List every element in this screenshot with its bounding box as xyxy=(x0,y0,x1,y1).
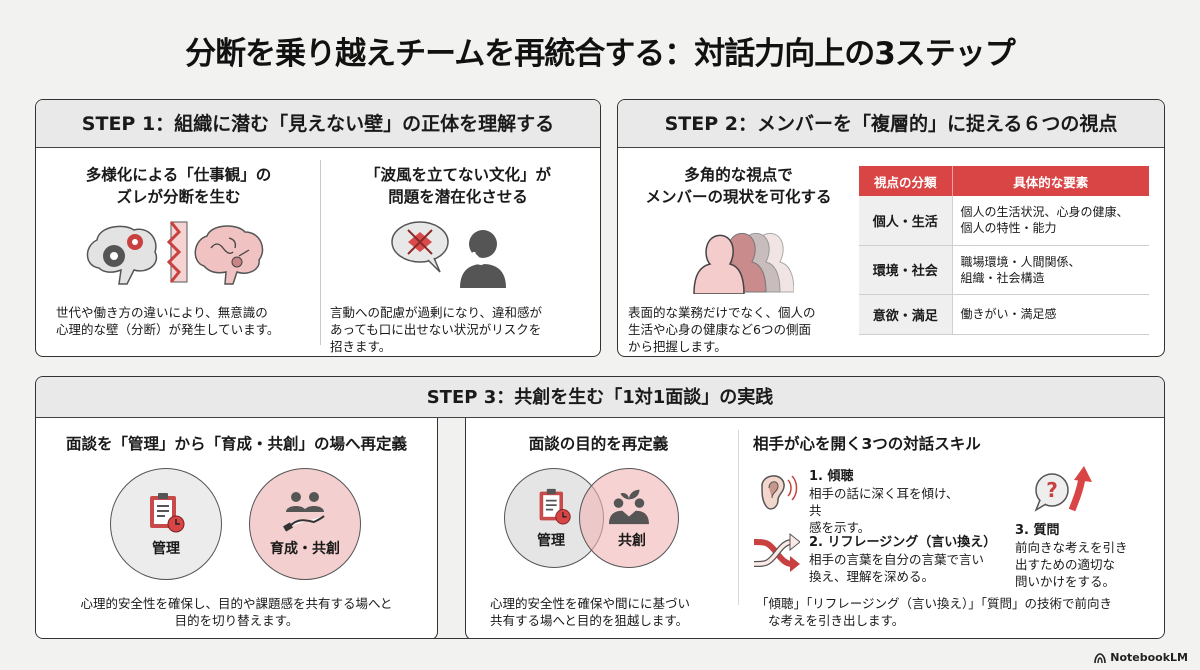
table-row: 環境・社会 職場環境・人間関係、 組織・社会構造 xyxy=(859,245,1149,295)
step3-right-divider xyxy=(738,430,739,605)
people-hand-icon xyxy=(283,492,325,532)
management-circle: 管理 xyxy=(110,468,222,580)
page-title: 分断を乗り越えチームを再統合する：対話力向上の3ステップ xyxy=(185,36,1016,72)
step3-header: STEP 3：共創を生む「1対1面談」の実践 xyxy=(36,377,1164,418)
venn-cocreation-label: 共創 xyxy=(618,533,646,549)
ear-icon xyxy=(761,475,798,510)
table-cell-elements: 個人の生活状況、心身の健康、 個人の特性・能力 xyxy=(952,196,1149,246)
table-row: 個人・生活 個人の生活状況、心身の健康、 個人の特性・能力 xyxy=(859,196,1149,246)
step3-left-body-line1: 心理的安全性を確保し、目的や課題感を共有する場へと xyxy=(80,596,393,611)
skill-1-title: 1. 傾聴 xyxy=(809,469,854,484)
table-cell-line2: 個人の特性・能力 xyxy=(960,221,1057,236)
shuffle-arrows-icon xyxy=(753,532,800,572)
step1-header: STEP 1：組織に潜む「見えない壁」の正体を理解する xyxy=(36,100,600,148)
step1-right-body: 言動への配慮が過剰になり、違和感が あっても口に出せない状況がリスクを 招きます… xyxy=(330,304,588,355)
step1-left-title-line1: 多様化による「仕事観」の xyxy=(85,166,272,184)
skill-2-title: 2. リフレージング（言い換え） xyxy=(809,535,997,550)
step2-panel: STEP 2：メンバーを「複層的」に捉える６つの視点 多角的な視点で メンバーの… xyxy=(617,99,1165,357)
table-cell-elements: 働きがい・満足感 xyxy=(952,294,1149,335)
skill-3-title: 3. 質問 xyxy=(1015,523,1060,538)
step2-title-line1: 多角的な視点で xyxy=(684,166,793,184)
growth-cocreation-circle: 育成・共創 xyxy=(249,468,361,580)
step2-body-line2: 生活や心身の健康など6つの側面 xyxy=(628,322,811,337)
table-header-elements: 具体的な要素 xyxy=(952,166,1149,196)
step1-left-body-line2: 心理的な壁（分断）が発生しています。 xyxy=(56,322,280,337)
step3-left-body-line2: 目的を切り替えます。 xyxy=(174,613,299,628)
step2-header: STEP 2：メンバーを「複層的」に捉える６つの視点 xyxy=(618,100,1164,148)
skills-summary-line2: な考えを引き出します。 xyxy=(768,613,905,628)
skill-1-line2: 感を示す。 xyxy=(809,520,871,535)
step3-middle-title: 面談の目的を再定義 xyxy=(528,435,669,453)
step3-left-body: 心理的安全性を確保し、目的や課題感を共有する場へと 目的を切り替えます。 xyxy=(36,595,438,629)
layered-people-icon xyxy=(692,232,794,294)
step1-left-title-line2: ズレが分断を生む xyxy=(116,188,241,206)
step1-divider xyxy=(320,160,321,345)
skill-item-2: 2. リフレージング（言い換え） 相手の言葉を自分の言葉で言い 換え、理解を深め… xyxy=(809,534,999,585)
step2-title-line2: メンバーの現状を可化する xyxy=(645,188,832,206)
step1-right-body-line2: あっても口に出せない状況がリスクを xyxy=(330,322,542,337)
table-cell-category: 意欲・満足 xyxy=(859,294,953,335)
venn-cocreation-circle: 共創 xyxy=(579,468,679,568)
step1-right-title-line2: 問題を潜在化させる xyxy=(388,188,528,206)
step1-left-body: 世代や働き方の違いにより、無意識の 心理的な壁（分断）が発生しています。 xyxy=(56,304,311,338)
skills-title: 相手が心を開く3つの対話スキル xyxy=(753,435,981,453)
step3-purpose-skills-panel: 面談の目的を再定義 管理 共創 心理的安全性を確保や間にに基づい xyxy=(465,418,1164,638)
step1-right-column: 「波風を立てない文化」が 問題を潜在化させる 言動への配慮が過剰になり、違和感が… xyxy=(328,164,588,355)
step2-body: 表面的な業務だけでなく、個人の 生活や心身の健康など6つの側面 から把握します。 xyxy=(628,304,851,355)
skill-2-line2: 換え、理解を深める。 xyxy=(809,569,935,584)
perspectives-table: 視点の分類 具体的な要素 個人・生活 個人の生活状況、心身の健康、 個人の特性・… xyxy=(859,166,1149,335)
step3-redefine-panel: 面談を「管理」から「育成・共創」の場へ再定義 管理 育成・共創 心理的安 xyxy=(36,418,438,638)
table-cell-category: 環境・社会 xyxy=(859,245,953,295)
table-cell-line2: 組織・社会構造 xyxy=(960,270,1045,285)
skill-3-line2: 出すための適切な xyxy=(1015,557,1116,572)
step1-right-title-line1: 「波風を立てない文化」が xyxy=(364,166,551,184)
step2-body-line3: から把握します。 xyxy=(628,339,727,354)
step2-left-column: 多角的な視点で メンバーの現状を可化する 表面的な業務だけでなく、個人の 生活や… xyxy=(626,164,851,355)
brand-watermark: NotebookLM xyxy=(1094,651,1188,664)
svg-text:?: ? xyxy=(1046,478,1058,502)
step1-left-column: 多様化による「仕事観」の ズレが分断を生む 世代や働き方の違いにより、無意識の … xyxy=(46,164,311,338)
table-header-category: 視点の分類 xyxy=(859,166,953,196)
skill-item-1: 1. 傾聴 相手の話に深く耳を傾け、共 感を示す。 xyxy=(809,468,959,536)
skill-item-3: 3. 質問 前向きな考えを引き 出すための適切な 問いかけをする。 xyxy=(1015,522,1155,590)
table-cell-category: 個人・生活 xyxy=(859,196,953,246)
step1-panel: STEP 1：組織に潜む「見えない壁」の正体を理解する 多様化による「仕事観」の… xyxy=(35,99,601,357)
brain-wall-brain-icon xyxy=(86,221,263,285)
brand-label: NotebookLM xyxy=(1110,651,1188,664)
skills-summary: 「傾聴」「リフレージング（言い換え）」「質問」の技術で前向き な考えを引き出しま… xyxy=(756,595,1156,629)
step3-middle-body-line1: 心理的安全性を確保や間にに基づい xyxy=(490,596,691,611)
step1-right-body-line3: 招きます。 xyxy=(330,339,392,354)
clipboard-clock-icon xyxy=(539,488,571,525)
table-row: 意欲・満足 働きがい・満足感 xyxy=(859,294,1149,335)
step3-left-title: 面談を「管理」から「育成・共創」の場へ再定義 xyxy=(65,435,407,453)
skill-3-line3: 問いかけをする。 xyxy=(1015,574,1116,589)
step2-left-title: 多角的な視点で メンバーの現状を可化する xyxy=(626,164,851,208)
step1-left-body-line1: 世代や働き方の違いにより、無意識の xyxy=(56,305,268,320)
clipboard-clock-icon xyxy=(150,493,185,533)
table-cell-line1: 個人の生活状況、心身の健康、 xyxy=(960,205,1129,220)
step3-panel: STEP 3：共創を生む「1対1面談」の実践 面談を「管理」から「育成・共創」の… xyxy=(35,376,1165,639)
question-bubble-up-arrow-icon: ? xyxy=(1034,466,1092,512)
silenced-person-icon xyxy=(391,221,506,288)
handshake-sprout-icon xyxy=(609,489,649,525)
skills-summary-line1: 「傾聴」「リフレージング（言い換え）」「質問」の技術で前向き xyxy=(756,596,1113,611)
management-label: 管理 xyxy=(152,541,180,557)
step1-right-body-line1: 言動への配慮が過剰になり、違和感が xyxy=(330,305,543,320)
skill-1-line1: 相手の話に深く耳を傾け、共 xyxy=(809,486,959,518)
growth-cocreation-label: 育成・共創 xyxy=(270,541,340,557)
step3-middle-body-line2: 共有する場へと目的を狙越します。 xyxy=(490,613,689,628)
step1-left-title: 多様化による「仕事観」の ズレが分断を生む xyxy=(46,164,311,208)
skill-3-line1: 前向きな考えを引き xyxy=(1015,540,1128,555)
step1-right-title: 「波風を立てない文化」が 問題を潜在化させる xyxy=(328,164,588,208)
skill-2-line1: 相手の言葉を自分の言葉で言い xyxy=(809,552,985,567)
table-cell-elements: 職場環境・人間関係、 組織・社会構造 xyxy=(952,245,1149,295)
table-cell-line1: 職場環境・人間関係、 xyxy=(960,254,1081,269)
notebooklm-logo-icon xyxy=(1094,652,1107,663)
table-cell-line1: 働きがい・満足感 xyxy=(960,307,1057,321)
venn-management-label: 管理 xyxy=(537,533,565,549)
step3-middle-body: 心理的安全性を確保や間にに基づい 共有する場へと目的を狙越します。 xyxy=(490,595,730,629)
step2-body-line1: 表面的な業務だけでなく、個人の xyxy=(628,305,816,320)
